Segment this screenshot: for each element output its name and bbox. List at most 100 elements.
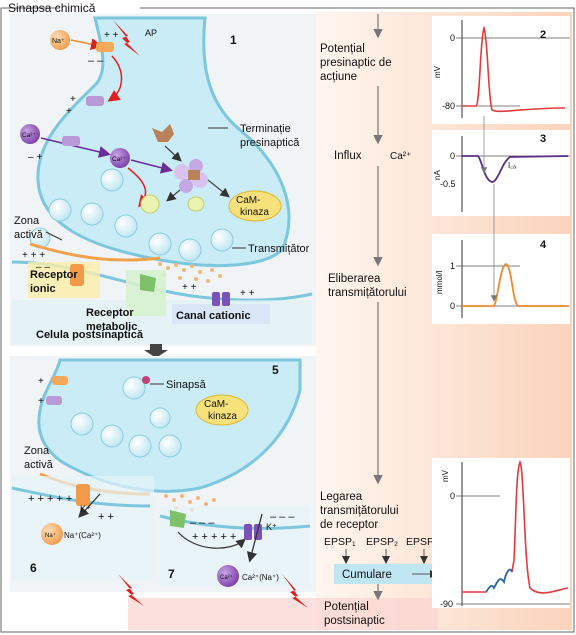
panel-transition-arrow (144, 344, 168, 358)
panel-number-3: 3 (540, 133, 546, 145)
svg-text:+ +: + + (182, 282, 197, 293)
receptor-metabolic-line1: Receptor (86, 307, 134, 319)
canal-cationic-label: Canal cationic (176, 310, 251, 322)
graph-3-trace (462, 155, 569, 183)
graph-3-unit: nA (433, 170, 442, 180)
panel-number-4: 4 (540, 239, 547, 251)
cam-kinaza-top-line2: kinaza (240, 207, 269, 218)
panel-number-6: 6 (30, 561, 37, 575)
synapsin-2-icon (187, 196, 205, 212)
graph-4: mmol/l 1 0 4 (432, 184, 570, 324)
cumulare-label: Cumulare (342, 569, 392, 581)
graph-2: mV 0 -80 2 (432, 16, 570, 124)
panel-number-7: 7 (168, 567, 175, 581)
outer-frame (0, 7, 575, 633)
diagram-title: Sinapsa chimică (8, 1, 96, 15)
svg-text:+ +: + + (240, 288, 255, 299)
ca-na-label: Ca²⁺(Na⁺) (242, 573, 279, 582)
k-ion-label-7: K⁺ (266, 522, 277, 532)
receptor-metabolic-2-icon (170, 510, 186, 528)
na-channel-2-icon (52, 376, 68, 385)
na-ion-icon (50, 30, 70, 50)
na-ion-2-icon (41, 523, 63, 545)
svg-text:– – –: – – – (190, 517, 215, 529)
svg-text:– –: – – (36, 262, 50, 273)
svg-text:+ + + + +: + + + + + (192, 531, 236, 543)
receptor-metabolic-icon (140, 274, 156, 292)
graph-5: mV 0 -90 (432, 458, 570, 609)
ap-label: AP (145, 28, 157, 38)
cam-kinaza-bottom-line2: kinaza (208, 411, 237, 422)
graph-2-tick-1: -80 (442, 101, 455, 111)
cam-kinaza-top (228, 190, 282, 222)
na-ion-label: Na⁺ (52, 38, 65, 45)
zona-activa-top-line1: Zona (14, 215, 40, 227)
cam-kinaza-bottom-line1: CaM- (204, 399, 228, 410)
vesicles-bottom (70, 376, 182, 458)
k-ion-label-6: K⁺ (80, 504, 91, 514)
graph-4-tick-0: 1 (450, 261, 455, 271)
ca-ion-inside-icon (110, 148, 130, 168)
svg-text:+ +: + + (98, 511, 114, 523)
ap-lightning-icon (113, 20, 140, 56)
cam-kinaza-bottom (195, 394, 249, 426)
receptor-ionic-line2: ionic (30, 283, 56, 295)
svg-text:– – –: – – – (270, 511, 295, 523)
sinapsa-label: Sinapsă (166, 379, 207, 391)
na-channel-icon (96, 42, 114, 52)
svg-text:+: + (38, 396, 44, 407)
ca-ion-outside-label: Ca²⁺ (22, 132, 36, 139)
epsp-1: EPSP₁ (324, 536, 356, 548)
canal-cationic-highlight (172, 304, 270, 324)
panel-1: AP 1 Na⁺ – – + + + + Ca²⁺ – + Ca²⁺ (10, 14, 316, 346)
flow-step5-line1: Potențial (324, 601, 369, 613)
graph-3-trace-label: I꜀ₐ (508, 161, 517, 170)
ca-ion-2-label: Ca²⁺ (220, 574, 233, 581)
canal-cationic-icon (212, 292, 220, 306)
graph-2-trace (462, 25, 566, 113)
vesicles-top (29, 168, 234, 262)
panel-number-1: 1 (230, 33, 237, 47)
active-zone-marker (29, 242, 161, 262)
cam-kinaza-top-line1: CaM- (236, 195, 260, 206)
receptor-ionic-highlight (28, 262, 100, 298)
zona-activa-top-line2: activă (14, 229, 44, 241)
terminatie-line1: Terminație (240, 123, 291, 135)
lightning-right-icon (282, 574, 308, 608)
graph-3-bg (432, 130, 570, 216)
flow-step1-line2: presinaptic de (320, 57, 392, 69)
bottom-band (128, 598, 438, 630)
graph-4-tick-1: 0 (450, 301, 455, 311)
graph-2-tick-0: 0 (450, 33, 455, 43)
ca-ion-inside-label: Ca²⁺ (112, 156, 126, 163)
graph-3: nA 0 -0.5 3 I꜀ₐ (432, 116, 570, 216)
svg-text:+: + (70, 94, 76, 105)
graph-5-tick-0: 0 (450, 491, 455, 501)
receptor-metabolic-line2: metabolic (86, 321, 137, 333)
synapsin-icon (140, 194, 160, 214)
ca-channel-icon (86, 96, 104, 106)
graph-5-unit: mV (441, 469, 450, 482)
lightning-left-icon (118, 574, 144, 606)
svg-text:– +: – + (28, 152, 42, 163)
zona-activa-bottom-line1: Zona (24, 445, 50, 457)
terminatie-line2: presinaptică (240, 137, 300, 149)
ca-ion-2-icon (217, 565, 239, 587)
flow-step1-line3: acțiune (320, 71, 357, 83)
panel-number-2: 2 (540, 29, 546, 41)
receptor-ionic-icon (70, 264, 84, 286)
graph-3-tick-0: 0 (450, 151, 455, 161)
zona-activa-bottom-line2: activă (24, 459, 54, 471)
svg-text:+: + (38, 376, 44, 387)
panel-number-5: 5 (272, 363, 279, 377)
svg-text:+ + +: + + + (22, 250, 45, 261)
flow-step4-line1: Legarea (320, 491, 363, 503)
flow-step2-ion: Ca²⁺ (390, 151, 411, 162)
na-ca-label: Na⁺(Ca²⁺) (64, 531, 101, 540)
flow-step2-text: Influx (334, 150, 362, 162)
flow-step5-line2: postsinaptic (324, 615, 385, 627)
canal-cationic-2-icon (244, 524, 252, 540)
flow-step3-line1: Eliberarea (328, 273, 381, 285)
graph-5-tick-1: -90 (440, 599, 453, 609)
graph-5-bg (432, 458, 570, 608)
